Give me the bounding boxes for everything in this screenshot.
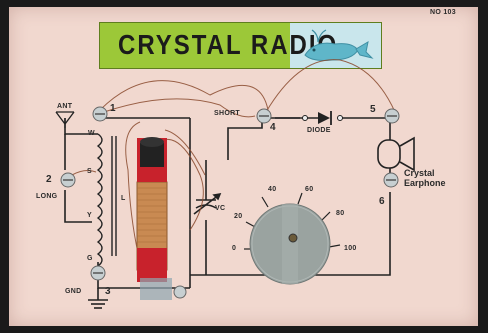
screw-terminals [60,106,400,299]
earphone-label-line1: Crystal [404,168,435,178]
earphone-label-line2: Earphone [404,178,446,188]
board-title: CRYSTAL RADIO [118,29,339,61]
whale-logo [304,29,374,61]
antenna-label: ANT [57,103,73,110]
ground-label: GND [65,288,82,295]
dial-mark-0: 0 [232,245,237,252]
terminal-1-label: 1 [110,103,116,114]
dial-mark-100: 100 [344,245,357,252]
short-label: SHORT [214,110,240,117]
coil-tap-w: W [88,130,95,137]
coil-l-label: L [121,195,126,202]
terminal-3-label: 3 [105,286,111,297]
vc-label: VC [215,205,226,212]
diode-label: DIODE [307,127,331,134]
earphone-symbol [377,136,415,172]
terminal-6-label: 6 [379,196,385,207]
model-number: NO 103 [430,9,456,16]
dial-mark-60: 60 [305,186,314,193]
terminal-2-label: 2 [46,174,52,185]
coil-tap-y: Y [87,212,92,219]
coil-symbol [96,133,117,267]
ferrite-coil [136,137,172,300]
coil-tap-s: S [87,168,92,175]
dial-mark-80: 80 [336,210,345,217]
diode-symbol [302,111,343,125]
copper-wires [71,59,396,263]
variable-capacitor-symbol [193,192,222,215]
dial-mark-40: 40 [268,186,277,193]
coil-tap-g: G [87,255,93,262]
tuning-dial [244,192,341,285]
long-label: LONG [36,193,58,200]
dial-mark-20: 20 [234,213,243,220]
terminal-5-label: 5 [370,104,376,115]
terminal-4-label: 4 [270,122,276,133]
antenna-symbol [55,111,75,128]
